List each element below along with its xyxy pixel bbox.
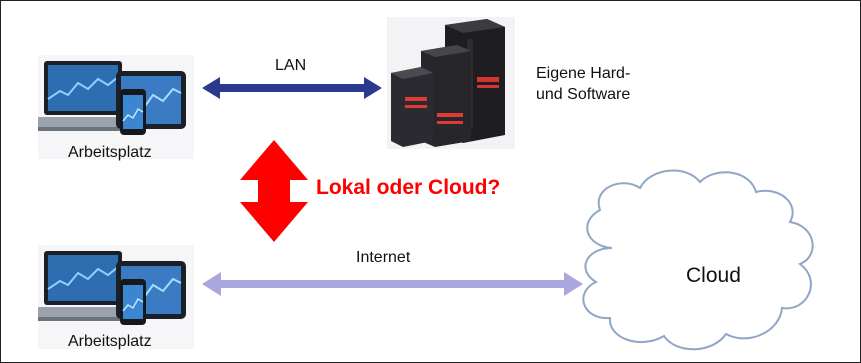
laptop-tablet-phone-icon <box>38 251 186 325</box>
workstation-bottom-label: Arbeitsplatz <box>68 333 152 350</box>
workstation-bottom-image-box <box>38 245 194 349</box>
server-tower-icon <box>391 19 505 147</box>
lan-label: LAN <box>275 57 307 74</box>
question-text: Lokal oder Cloud? <box>316 176 501 199</box>
server-image-box <box>387 17 515 149</box>
laptop-tablet-phone-icon <box>38 61 186 135</box>
workstation-top-label: Arbeitsplatz <box>68 144 152 161</box>
cloud-label: Cloud <box>686 264 741 287</box>
internet-label: Internet <box>356 249 411 266</box>
server-label-line2: und Software <box>536 86 631 103</box>
server-label-line1: Eigene Hard- <box>536 65 631 82</box>
workstation-top-image-box <box>38 55 194 159</box>
